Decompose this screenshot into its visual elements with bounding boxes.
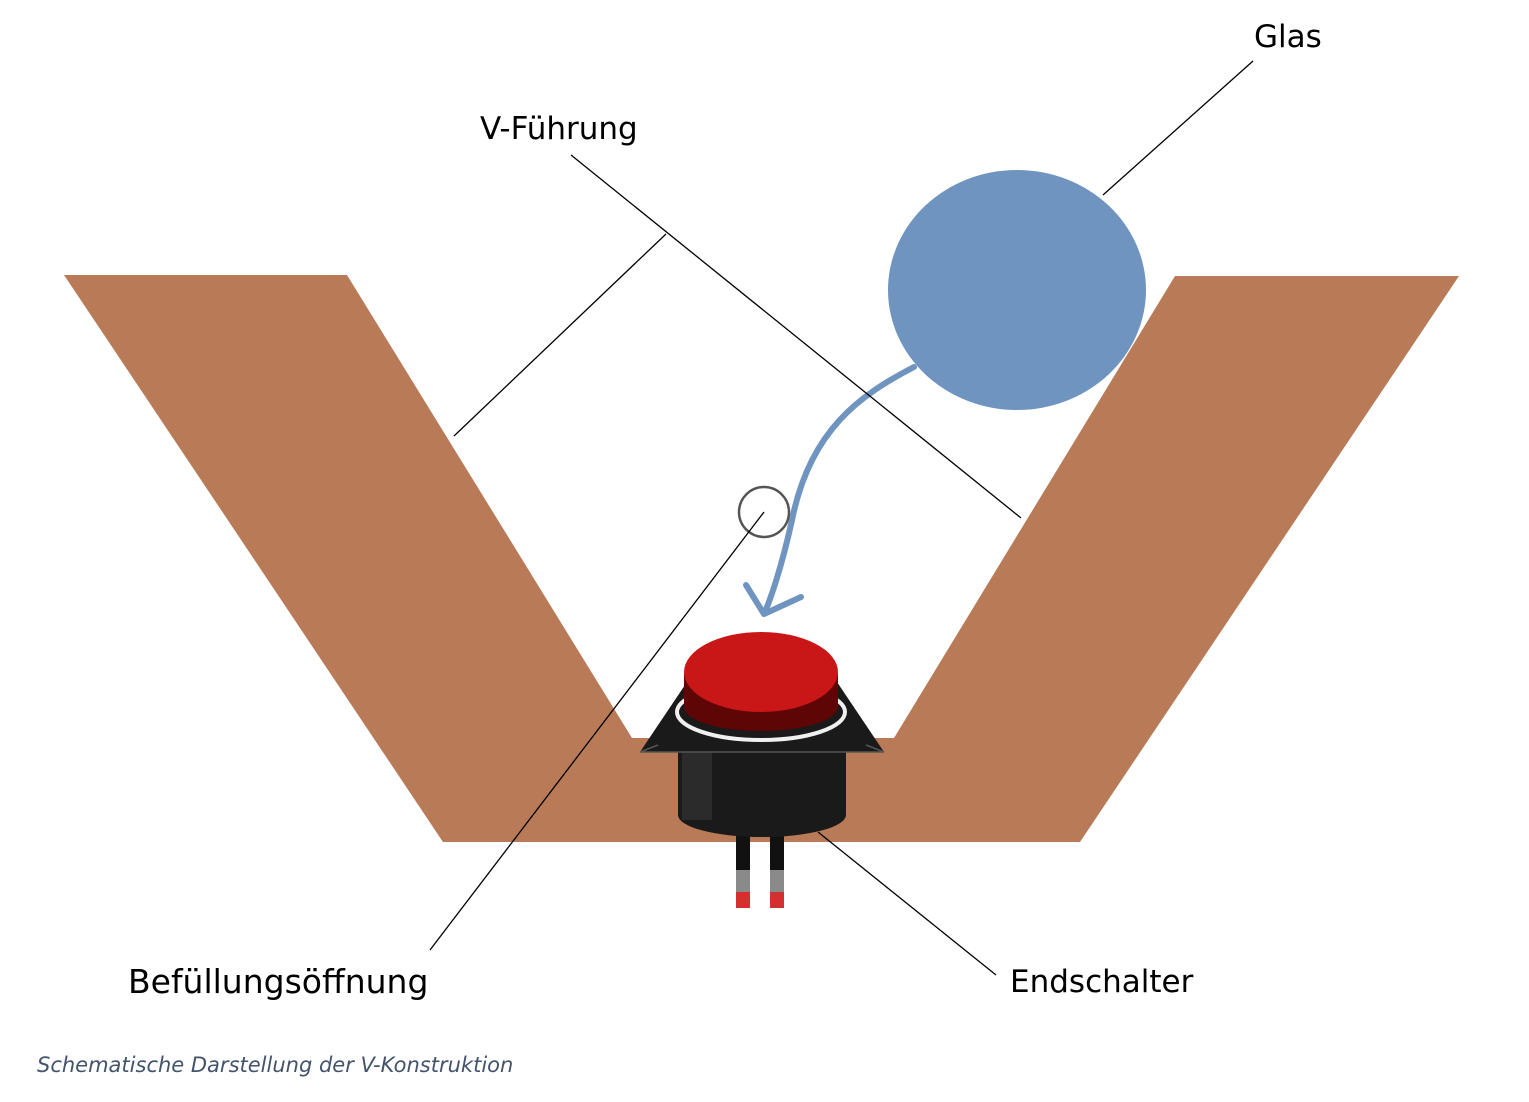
end-switch bbox=[639, 632, 885, 908]
trajectory-arrow-path bbox=[762, 364, 917, 615]
leader-line-befuellungsoeffnung bbox=[429, 511, 765, 951]
switch-body bbox=[678, 745, 846, 837]
leader-line-endschalter bbox=[817, 831, 997, 976]
leader-lines bbox=[429, 60, 1254, 976]
v-guide bbox=[64, 275, 1459, 842]
switch-pin-right-tip bbox=[770, 870, 784, 892]
leader-line-glas bbox=[1102, 60, 1254, 196]
figure-caption: Schematische Darstellung der V-Konstrukt… bbox=[37, 1053, 513, 1077]
label-v-fuehrung: V-Führung bbox=[480, 111, 638, 147]
label-endschalter: Endschalter bbox=[1010, 964, 1194, 1000]
filling-opening-shape bbox=[737, 485, 791, 539]
trajectory-arrow-head bbox=[743, 582, 804, 617]
leader-line-v-fuehrung bbox=[570, 154, 1022, 519]
switch-cap-top bbox=[684, 632, 838, 712]
label-befuellungsoeffnung: Befüllungsöffnung bbox=[128, 962, 428, 1001]
v-guide-shape bbox=[64, 275, 1459, 842]
switch-pin-left-tip bbox=[736, 870, 750, 892]
switch-body-highlight bbox=[682, 748, 712, 820]
leader-line-v-fuehrung-span bbox=[453, 233, 667, 437]
glass-shape bbox=[888, 170, 1146, 410]
switch-flange-edge bbox=[639, 744, 885, 753]
label-glas: Glas bbox=[1254, 19, 1322, 55]
switch-pin-right-end bbox=[770, 892, 784, 908]
trajectory-arrow bbox=[743, 364, 917, 617]
switch-pin-left-end bbox=[736, 892, 750, 908]
